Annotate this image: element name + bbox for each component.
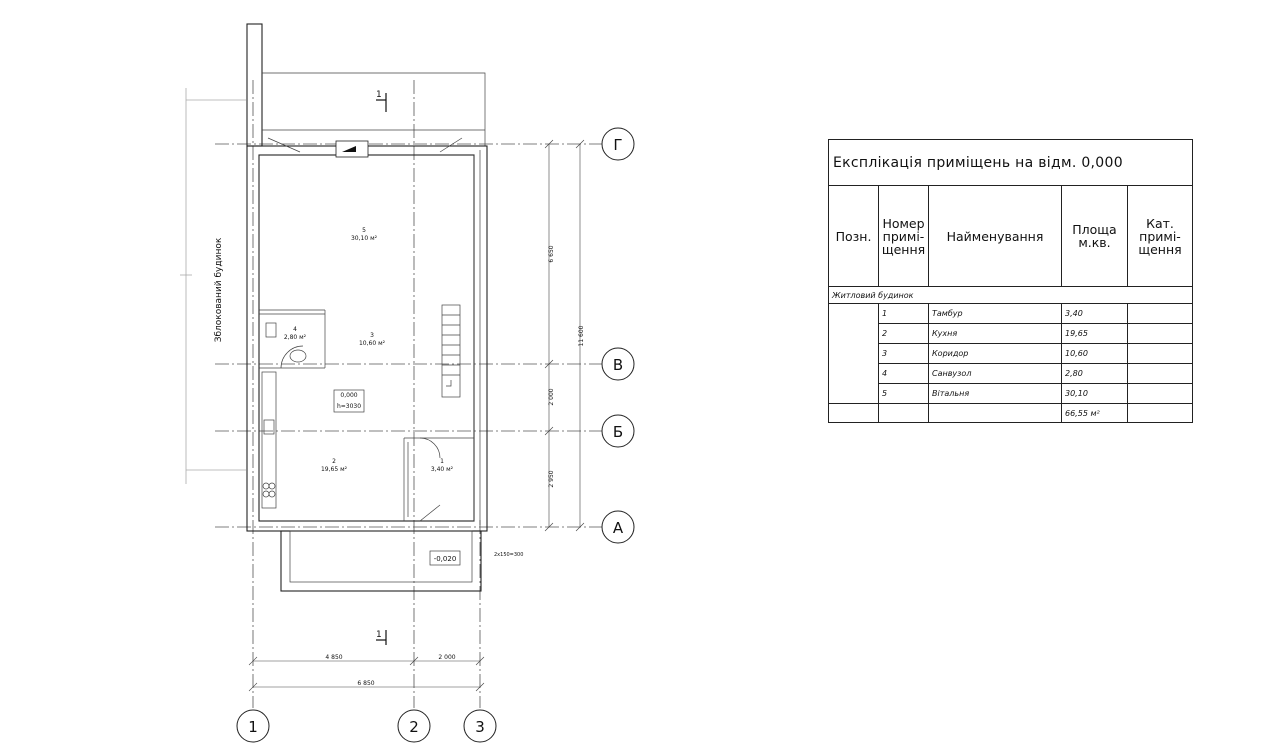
- row5-area: 30,10: [1062, 384, 1128, 404]
- svg-text:2,80 м²: 2,80 м²: [284, 334, 307, 341]
- row3-cat: [1128, 344, 1192, 364]
- svg-text:0,000: 0,000: [340, 392, 357, 399]
- svg-text:3: 3: [475, 718, 485, 736]
- header-pos: Позн.: [829, 186, 879, 286]
- axis-bubble-b: Б: [601, 414, 635, 448]
- svg-text:2: 2: [409, 718, 419, 736]
- row3-name: Коридор: [929, 344, 1062, 364]
- svg-text:2 950: 2 950: [548, 470, 555, 487]
- row1-cat: [1128, 304, 1192, 324]
- group-row: Житловий будинок: [829, 286, 1192, 304]
- row5-cat: [1128, 384, 1192, 404]
- row4-area: 2,80: [1062, 364, 1128, 384]
- interior-walls: [259, 304, 474, 522]
- section-mark-bottom: 1: [376, 630, 387, 645]
- svg-text:Б: Б: [613, 423, 623, 441]
- svg-text:3: 3: [370, 332, 374, 339]
- row4-cat: [1128, 364, 1192, 384]
- total-cat: [1128, 404, 1192, 422]
- outdoor-level: -0,020: [434, 555, 457, 563]
- svg-text:1: 1: [440, 458, 444, 465]
- svg-text:В: В: [613, 356, 623, 374]
- svg-text:19,65 м²: 19,65 м²: [321, 466, 348, 473]
- row2-name: Кухня: [929, 324, 1062, 344]
- svg-text:5: 5: [362, 227, 366, 234]
- row2-num: 2: [879, 324, 929, 344]
- row1-area: 3,40: [1062, 304, 1128, 324]
- schedule-title: Експлікація приміщень на відм. 0,000: [829, 140, 1192, 186]
- porch: -0,020 2x150=300: [280, 530, 523, 592]
- row4-name: Санвузол: [929, 364, 1062, 384]
- svg-text:1: 1: [376, 630, 382, 640]
- svg-text:Г: Г: [613, 136, 622, 154]
- axis-bubble-a: А: [601, 510, 635, 544]
- svg-text:2: 2: [332, 458, 336, 465]
- row1-num: 1: [879, 304, 929, 324]
- vertical-dimensions: 6 650 2 000 2 950 11 600: [544, 139, 585, 532]
- total-name: [929, 404, 1062, 422]
- row5-name: Вітальня: [929, 384, 1062, 404]
- svg-text:2 000: 2 000: [438, 654, 455, 661]
- svg-text:3,40 м²: 3,40 м²: [431, 466, 454, 473]
- total-area: 66,55 м²: [1062, 404, 1128, 422]
- total-num: [879, 404, 929, 422]
- svg-text:2 000: 2 000: [548, 388, 555, 405]
- room-label-4: 4 2,80 м²: [284, 326, 307, 341]
- room-schedule-table: Експлікація приміщень на відм. 0,000 Поз…: [828, 139, 1193, 423]
- row5-num: 5: [879, 384, 929, 404]
- svg-text:6 650: 6 650: [548, 245, 555, 262]
- pos-cell: [829, 304, 879, 404]
- svg-text:h=3030: h=3030: [337, 403, 361, 410]
- row3-num: 3: [879, 344, 929, 364]
- svg-text:30,10 м²: 30,10 м²: [351, 235, 378, 242]
- room-label-5: 5 30,10 м²: [351, 227, 378, 242]
- svg-text:6 850: 6 850: [357, 680, 374, 687]
- axis-bubble-v: В: [601, 347, 635, 381]
- room-label-1: 1 3,40 м²: [431, 458, 454, 473]
- svg-text:1: 1: [248, 718, 258, 736]
- axis-bubble-1: 1: [236, 709, 270, 743]
- svg-text:1: 1: [376, 90, 382, 100]
- row2-area: 19,65: [1062, 324, 1128, 344]
- header-category: Кат.примі-щення: [1138, 215, 1182, 257]
- svg-text:10,60 м²: 10,60 м²: [359, 340, 386, 347]
- floor-plan: Г В Б А 1 2 3 Зблокований будинок 1: [180, 23, 635, 743]
- section-mark-top: 1: [376, 90, 387, 112]
- svg-text:4: 4: [293, 326, 297, 333]
- svg-text:4 850: 4 850: [325, 654, 342, 661]
- axis-bubble-g: Г: [601, 127, 635, 161]
- step-note: 2x150=300: [494, 552, 523, 558]
- row3-area: 10,60: [1062, 344, 1128, 364]
- adjacent-building-label: Зблокований будинок: [214, 237, 224, 342]
- total-pos: [829, 404, 879, 422]
- room-label-2: 2 19,65 м²: [321, 458, 348, 473]
- adjacent-building: Зблокований будинок: [180, 23, 263, 484]
- horizontal-dimensions: 4 850 2 000 6 850: [248, 654, 485, 692]
- row1-name: Тамбур: [929, 304, 1062, 324]
- grid-axes: [215, 80, 602, 708]
- row2-cat: [1128, 324, 1192, 344]
- row4-num: 4: [879, 364, 929, 384]
- axis-bubble-3: 3: [463, 709, 497, 743]
- header-name: Найменування: [929, 186, 1062, 286]
- axis-bubble-2: 2: [397, 709, 431, 743]
- room-label-3: 3 10,60 м²: [359, 332, 386, 347]
- level-mark: 0,000 h=3030: [333, 389, 365, 413]
- svg-text:А: А: [613, 519, 624, 537]
- svg-text:11 600: 11 600: [578, 325, 585, 346]
